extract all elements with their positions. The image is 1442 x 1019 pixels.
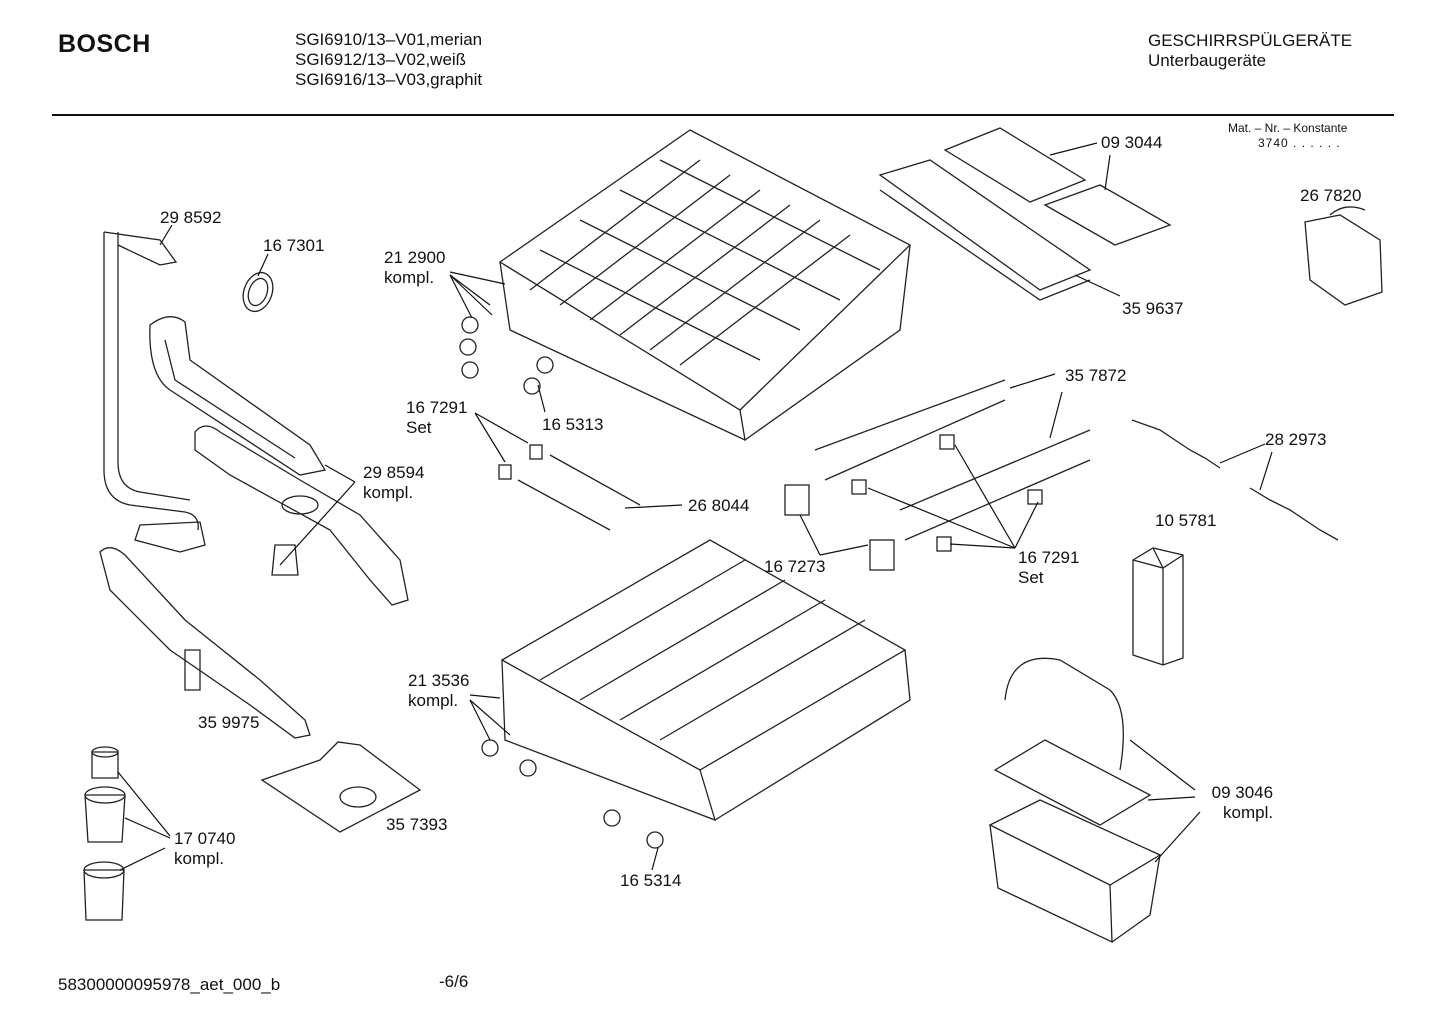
part-label: 35 9637 <box>1122 299 1184 318</box>
category-subtitle: Unterbaugeräte <box>1148 51 1267 70</box>
page-number: -6/6 <box>439 972 469 991</box>
filter-disc-drawing <box>242 271 274 313</box>
brand-logo: BOSCH <box>58 30 151 58</box>
document-id: 58300000095978_aet_000_b <box>58 975 281 994</box>
part-label: 16 5314 <box>620 871 682 890</box>
cutlery-container-drawing <box>1132 547 1184 666</box>
model-list: SGI6910/13–V01,merian SGI6912/13–V02,wei… <box>295 30 482 90</box>
part-label: 10 5781 <box>1155 511 1217 530</box>
part-label: 09 3044 <box>1101 133 1163 152</box>
part-label: 35 7393 <box>386 815 448 834</box>
part-label: 35 9975 <box>198 713 260 732</box>
part-label: 16 5313 <box>542 415 604 434</box>
shelf-rack-drawing <box>878 159 1092 301</box>
spray-tube-drawing <box>103 231 206 553</box>
filter-assembly-drawing <box>83 746 126 921</box>
part-label: 16 7273 <box>764 557 826 576</box>
category-title: GESCHIRRSPÜLGERÄTE <box>1148 31 1353 50</box>
part-label: 26 7820 <box>1300 186 1362 205</box>
step-racks-drawing <box>1131 419 1339 541</box>
part-label: 28 2973 <box>1265 430 1327 449</box>
upper-wheels-drawing <box>459 316 554 395</box>
category-block: GESCHIRRSPÜLGERÄTE Unterbaugeräte <box>1148 31 1352 71</box>
lower-spray-arm-drawing <box>99 547 311 739</box>
model-line: SGI6916/13–V03,graphit <box>295 70 483 89</box>
cutlery-basket-drawing <box>988 657 1162 944</box>
upper-spray-arm-drawing <box>194 425 409 606</box>
part-label: 35 7872 <box>1065 366 1127 385</box>
sieve-plate-drawing <box>260 741 422 833</box>
small-tine-row-drawing <box>517 454 641 531</box>
cup-shelf-drawing <box>943 127 1172 246</box>
part-label: 16 7301 <box>263 236 325 255</box>
lower-basket-drawing <box>500 539 911 822</box>
model-line: SGI6912/13–V02,weiß <box>295 50 467 69</box>
material-constant-label: Mat. – Nr. – Konstante <box>1228 121 1348 135</box>
part-label: 26 8044 <box>688 496 750 515</box>
tine-rows-drawing <box>814 379 1091 541</box>
material-constant-value: 3740 . . . . . . <box>1258 136 1341 150</box>
model-line: SGI6910/13–V01,merian <box>295 30 483 49</box>
lower-wheels-drawing <box>481 739 664 849</box>
leader-lines <box>117 142 1273 871</box>
spray-arm-bracket-drawing <box>149 316 327 476</box>
small-basket-drawing <box>1304 206 1383 306</box>
clips-drawing <box>498 434 1043 571</box>
part-label: 29 8592 <box>160 208 222 227</box>
header-divider <box>52 114 1394 116</box>
upper-basket-drawing <box>498 129 912 442</box>
material-constant: Mat. – Nr. – Konstante 3740 . . . . . . <box>1228 121 1347 151</box>
